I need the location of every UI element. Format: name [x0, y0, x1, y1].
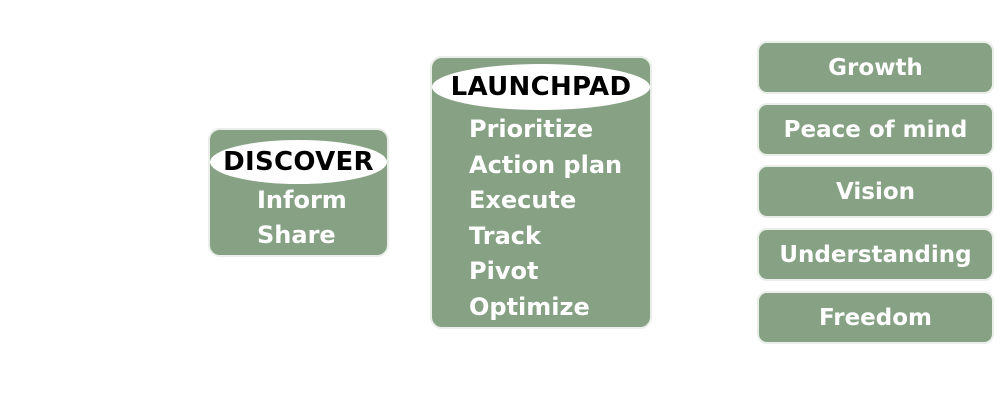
launchpad-item: Prioritize	[469, 115, 594, 143]
discover-item: Share	[257, 221, 336, 249]
discover-item: Inform	[257, 186, 347, 214]
launchpad-item: Action plan	[469, 150, 623, 179]
benefit-label: Understanding	[779, 241, 972, 268]
launchpad-card: LAUNCHPAD Prioritize Action plan Execute…	[430, 56, 652, 329]
launchpad-header: LAUNCHPAD	[432, 64, 650, 110]
launchpad-title: LAUNCHPAD	[450, 72, 632, 102]
discover-item-list: Inform Share	[257, 183, 347, 253]
discover-card: DISCOVER Inform Share	[208, 128, 389, 257]
benefit-label: Freedom	[818, 304, 932, 331]
launchpad-item: Track	[469, 221, 541, 250]
benefit-label: Growth	[828, 54, 923, 81]
launchpad-item: Optimize	[469, 292, 590, 321]
launchpad-item-list: Prioritize Action plan Execute Track Piv…	[469, 112, 622, 325]
benefit-vision: Vision	[757, 165, 994, 218]
benefit-label: Peace of mind	[783, 116, 968, 143]
discover-title: DISCOVER	[223, 147, 374, 177]
benefit-label: Vision	[835, 178, 916, 205]
launchpad-item: Pivot	[469, 257, 539, 285]
launchpad-item: Execute	[469, 186, 577, 214]
benefit-understanding: Understanding	[757, 228, 994, 281]
benefit-freedom: Freedom	[757, 291, 994, 344]
discover-header: DISCOVER	[210, 140, 387, 184]
benefit-peace-of-mind: Peace of mind	[757, 103, 994, 156]
benefit-growth: Growth	[757, 41, 994, 94]
